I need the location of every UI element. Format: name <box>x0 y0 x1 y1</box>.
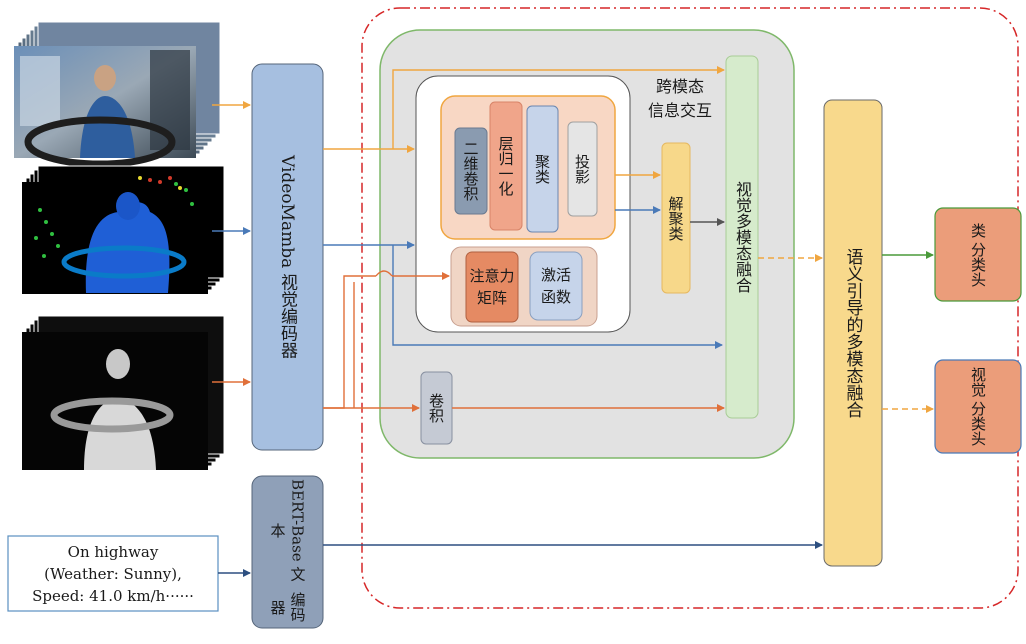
cluster-label: 聚类 <box>527 106 558 232</box>
video-encoder-label: VideoMamba 视觉编码器 <box>252 64 323 450</box>
projection-label: 投影 <box>568 122 597 216</box>
attention-matrix-label: 注意力 矩阵 <box>466 252 518 322</box>
visual-head-line1: 视觉 <box>968 367 988 397</box>
conv2d-label: 二维卷积 <box>455 128 487 214</box>
text-encoder-label-line2: 编码器 <box>268 586 308 628</box>
text-encoder-label: BERT-Base 文本 编码器 <box>252 476 323 628</box>
text-input-line2: (Weather: Sunny), <box>44 563 182 585</box>
visual-fusion-label: 视觉多模态融合 <box>726 56 758 418</box>
class-head-line1: 类 <box>968 223 988 238</box>
ir-driver-frames <box>22 316 224 470</box>
conv-label: 卷积 <box>421 372 452 444</box>
class-head-label: 类 分类头 <box>935 208 1021 301</box>
rgb-driver-frames <box>14 22 220 164</box>
semantic-fusion-label: 语义引导的多模态融合 <box>824 100 882 566</box>
attention-matrix-line2: 矩阵 <box>477 287 507 309</box>
visual-head-line2: 分类头 <box>968 401 988 446</box>
activation-line2: 函数 <box>541 286 571 308</box>
depth-driver-frames <box>22 166 224 294</box>
text-input: On highway (Weather: Sunny), Speed: 41.0… <box>8 536 218 611</box>
text-input-line1: On highway <box>68 541 159 563</box>
activation-label: 激活 函数 <box>530 252 582 320</box>
visual-head-label: 视觉 分类头 <box>935 360 1021 453</box>
text-input-line3: Speed: 41.0 km/h······ <box>32 585 194 607</box>
decluster-label: 解聚类 <box>662 143 690 293</box>
text-encoder-label-line1: BERT-Base 文本 <box>268 476 308 584</box>
layer-norm-label: 层归一化 <box>490 102 522 230</box>
attention-matrix-line1: 注意力 <box>469 265 514 287</box>
class-head-line2: 分类头 <box>968 242 988 287</box>
cross-modal-title: 跨模态 信息交互 <box>634 74 726 124</box>
activation-line1: 激活 <box>541 264 571 286</box>
arrow-red-up <box>323 276 376 408</box>
cross-modal-title-line1: 跨模态 <box>656 75 704 99</box>
cross-modal-title-line2: 信息交互 <box>648 99 712 123</box>
